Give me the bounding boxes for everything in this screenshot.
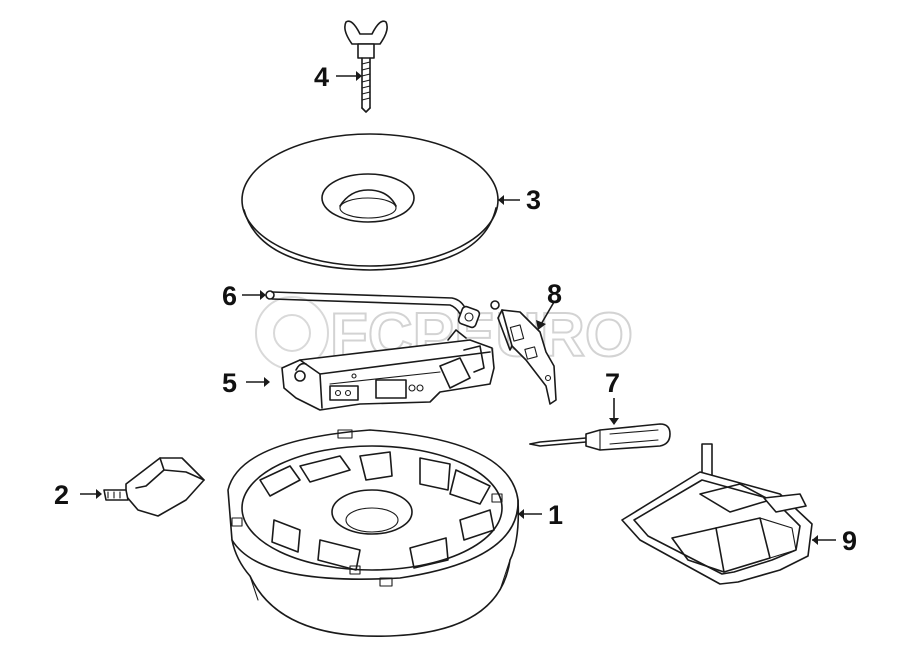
callout-5: 5 <box>222 368 270 398</box>
part-scissor-jack <box>281 329 495 411</box>
callout-3: 3 <box>498 185 541 215</box>
callout-number-3: 3 <box>526 185 541 215</box>
callout-2: 2 <box>54 480 102 510</box>
callout-number-8: 8 <box>547 279 562 309</box>
callout-number-9: 9 <box>842 526 857 556</box>
part-wheel-tray <box>227 429 520 638</box>
callout-number-5: 5 <box>222 368 237 398</box>
callout-number-6: 6 <box>222 281 237 311</box>
callout-4: 4 <box>314 62 362 92</box>
callout-number-1: 1 <box>548 500 563 530</box>
callout-7: 7 <box>605 368 620 425</box>
part-tool-mat <box>621 443 813 585</box>
part-clip <box>103 457 205 517</box>
part-bracket <box>497 309 557 405</box>
callout-number-4: 4 <box>314 62 329 92</box>
part-screwdriver <box>529 423 671 451</box>
callout-9: 9 <box>812 526 857 556</box>
callout-6: 6 <box>222 281 266 311</box>
callout-number-7: 7 <box>605 368 620 398</box>
part-cover-disc <box>241 133 499 271</box>
callout-number-2: 2 <box>54 480 69 510</box>
callout-1: 1 <box>518 500 563 530</box>
part-wing-bolt <box>344 20 388 113</box>
callout-8: 8 <box>536 279 562 330</box>
part-lug-wrench <box>265 290 500 329</box>
